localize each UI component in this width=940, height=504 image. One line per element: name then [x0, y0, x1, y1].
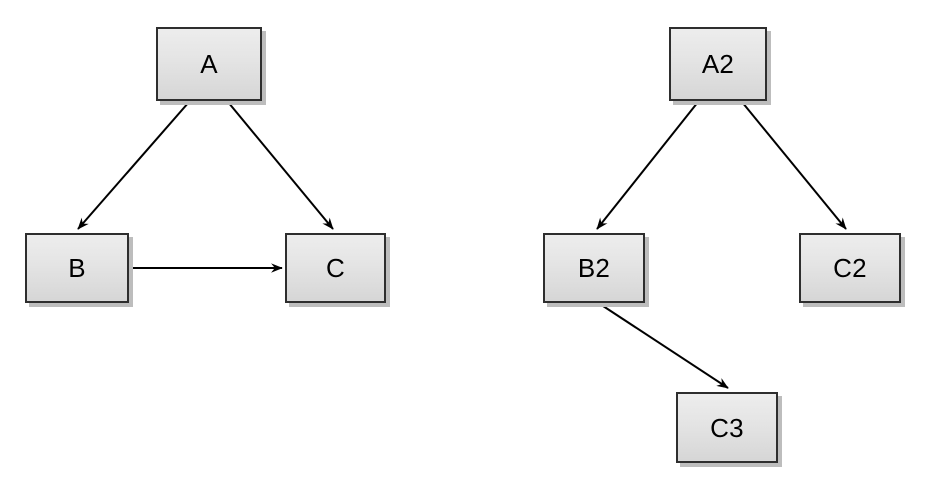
node-label-c: C [326, 253, 345, 283]
node-c2[interactable]: C2 [799, 233, 901, 303]
node-b2[interactable]: B2 [543, 233, 645, 303]
node-label-b2: B2 [577, 253, 611, 283]
node-label-c3: C3 [710, 412, 744, 443]
node-label-c2: C2 [833, 253, 867, 283]
node-label-a2: A2 [701, 49, 735, 79]
node-c[interactable]: C [285, 233, 386, 303]
edge-a2-to-c2[interactable] [741, 101, 847, 230]
node-b[interactable]: B [25, 233, 129, 303]
node-label-a: A [200, 49, 218, 79]
node-a2[interactable]: A2 [669, 27, 767, 101]
node-c3[interactable]: C3 [676, 392, 778, 463]
edge-a-to-b[interactable] [77, 101, 190, 230]
node-label-b: B [68, 253, 86, 283]
edge-b2-to-c3[interactable] [599, 303, 729, 389]
edge-a-to-c[interactable] [227, 101, 334, 230]
edge-a2-to-b2[interactable] [596, 101, 699, 230]
node-a[interactable]: A [156, 27, 262, 101]
edge-paths [77, 101, 847, 389]
